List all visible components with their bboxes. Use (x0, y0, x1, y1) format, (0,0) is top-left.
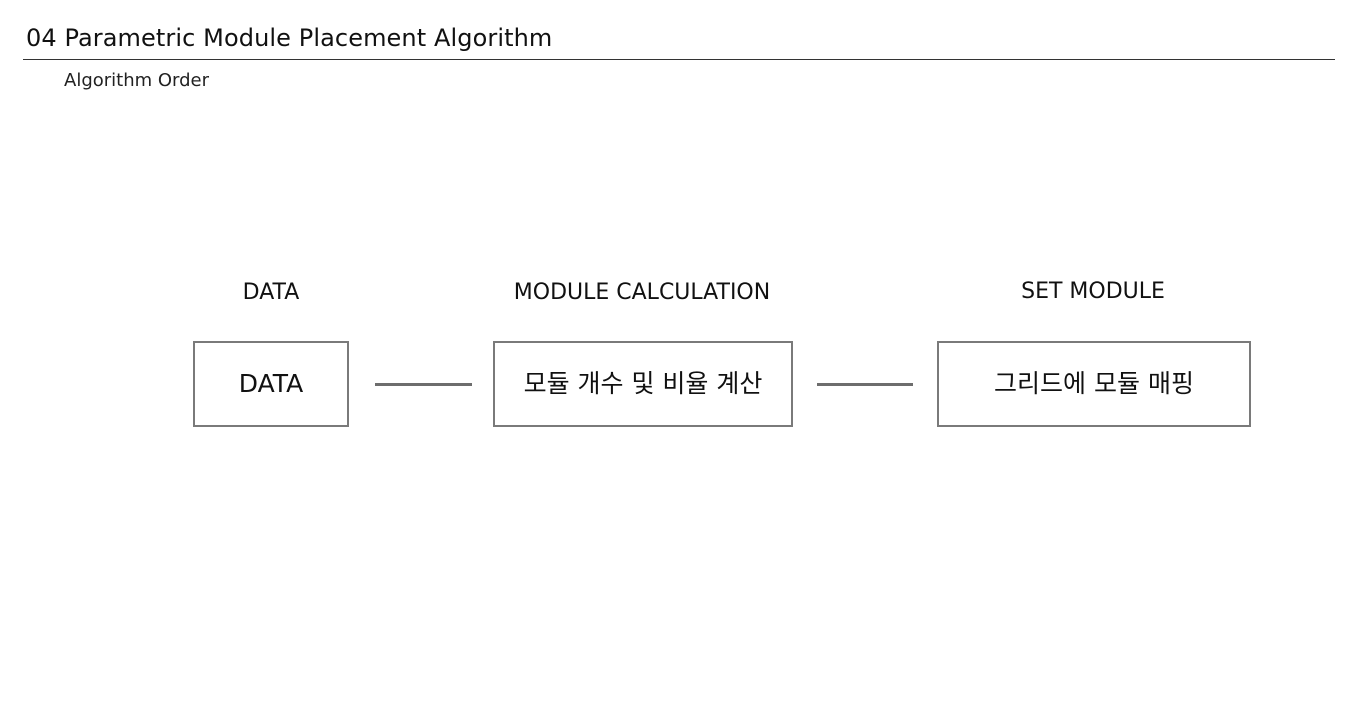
step-box-module-calculation: 모듈 개수 및 비율 계산 (493, 341, 793, 427)
step-heading-module-calculation: MODULE CALCULATION (513, 280, 771, 305)
step-heading-data: DATA (242, 280, 300, 305)
step-heading-set-module: SET MODULE (1021, 279, 1165, 304)
step-box-set-module: 그리드에 모듈 매핑 (937, 341, 1251, 427)
step-box-label: 모듈 개수 및 비율 계산 (523, 369, 763, 398)
page-title: 04 Parametric Module Placement Algorithm (26, 24, 553, 52)
title-divider (23, 59, 1335, 60)
step-box-label: DATA (238, 369, 304, 398)
step-box-label: 그리드에 모듈 매핑 (994, 369, 1194, 398)
connector-line (375, 383, 472, 386)
connector-line (817, 383, 913, 386)
page-subtitle: Algorithm Order (64, 70, 210, 91)
step-box-data: DATA (193, 341, 349, 427)
